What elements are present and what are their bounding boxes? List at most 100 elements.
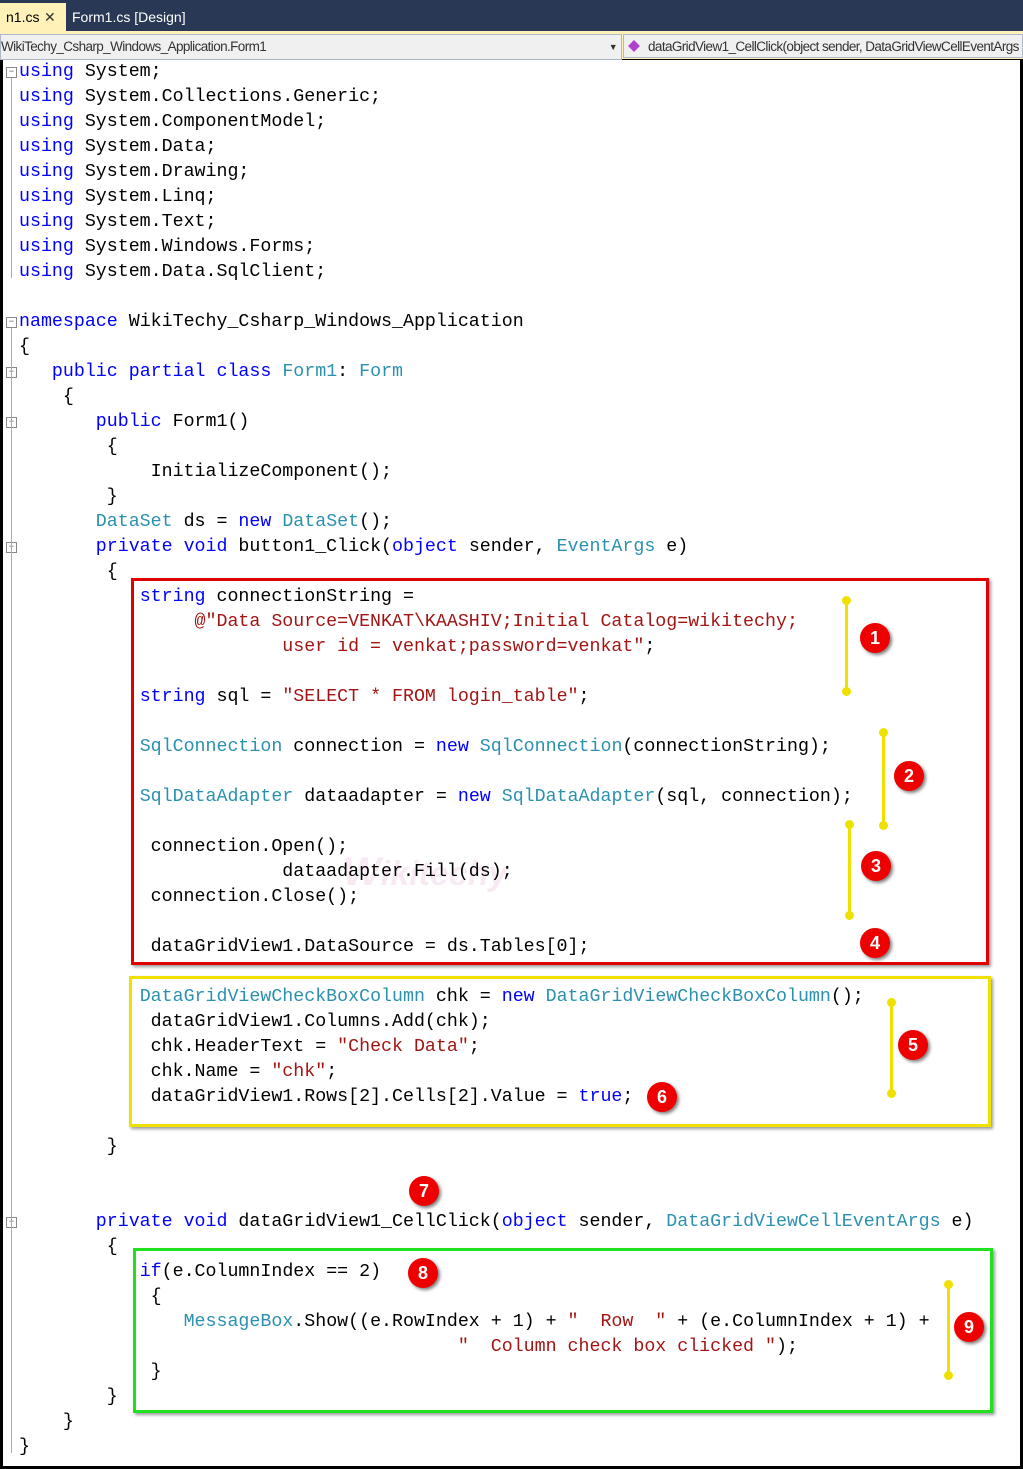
annotation-bracket-1 <box>842 596 851 696</box>
keyword: private <box>95 1212 184 1232</box>
member-dropdown-value: dataGridView1_CellClick(object sender, D… <box>648 39 1023 54</box>
code-text: dataadapter = <box>304 787 458 807</box>
type-name: SqlDataAdapter <box>501 787 656 807</box>
code-line: using System.Linq; <box>19 185 216 210</box>
class-dropdown[interactable]: WikiTechy_Csharp_Windows_Application.For… <box>0 34 622 60</box>
code-text: button1_Click( <box>238 537 393 557</box>
code-line: private void dataGridView1_CellClick(obj… <box>19 1210 974 1235</box>
code-line: public Form1() <box>19 410 250 435</box>
code-line: SqlDataAdapter dataadapter = new SqlData… <box>19 785 853 810</box>
keyword: using <box>19 262 85 282</box>
code-line: { <box>19 560 118 585</box>
tab-form1-cs[interactable]: n1.cs✕ <box>0 3 66 31</box>
watermark-logo: Wikitechy <box>343 850 508 894</box>
code-text: WikiTechy_Csharp_Windows_Application <box>128 312 524 332</box>
type-name: DataSet <box>95 512 184 532</box>
annotation-box-yellow <box>129 976 991 1127</box>
code-text: { <box>19 387 74 407</box>
code-text: System.Drawing; <box>84 162 250 182</box>
outline-guide <box>11 78 12 278</box>
keyword: object <box>501 1212 579 1232</box>
code-line: chk.HeaderText = "Check Data"; <box>19 1035 480 1060</box>
class-dropdown-value: WikiTechy_Csharp_Windows_Application.For… <box>1 39 267 54</box>
keyword: using <box>19 212 85 232</box>
code-text: + (e.ColumnIndex + 1) + <box>677 1312 930 1332</box>
code-line: DataGridViewCheckBoxColumn chk = new Dat… <box>19 985 864 1010</box>
type-name: SqlDataAdapter <box>139 787 305 807</box>
code-line: namespace WikiTechy_Csharp_Windows_Appli… <box>19 310 524 335</box>
collapse-toggle-icon[interactable]: − <box>6 317 17 328</box>
code-text <box>19 687 140 707</box>
code-text: ; <box>578 687 590 707</box>
close-icon[interactable]: ✕ <box>44 9 56 25</box>
keyword: string <box>139 587 217 607</box>
method-icon <box>628 40 640 52</box>
outline-guide <box>11 1228 12 1403</box>
keyword: if <box>139 1262 162 1282</box>
code-line: DataSet ds = new DataSet(); <box>19 510 392 535</box>
code-text: System.Data.SqlClient; <box>84 262 327 282</box>
code-text: ; <box>326 1062 338 1082</box>
code-line: dataGridView1.Columns.Add(chk); <box>19 1010 491 1035</box>
code-text: sender, <box>468 537 557 557</box>
code-text: System.ComponentModel; <box>84 112 327 132</box>
code-text: connection.Open(); <box>19 837 349 857</box>
keyword: public <box>51 362 129 382</box>
code-line: " Column check box clicked "); <box>19 1335 798 1360</box>
code-text: System.Text; <box>84 212 217 232</box>
code-text: ; <box>622 1087 634 1107</box>
keyword: void <box>183 1212 239 1232</box>
code-text: System.Data; <box>84 137 217 157</box>
code-line: using System.ComponentModel; <box>19 110 326 135</box>
annotation-box-red <box>131 578 989 965</box>
annotation-badge-8: 8 <box>408 1258 438 1288</box>
code-line: using System.Collections.Generic; <box>19 85 381 110</box>
code-line: { <box>19 335 30 360</box>
string-literal: "Check Data" <box>337 1037 469 1057</box>
code-text <box>19 412 96 432</box>
code-text: (connectionString); <box>622 737 831 757</box>
code-text: sql = <box>216 687 283 707</box>
code-text: (e.ColumnIndex == 2) <box>161 1262 382 1282</box>
keyword: using <box>19 237 85 257</box>
keyword: using <box>19 187 85 207</box>
keyword: using <box>19 87 85 107</box>
code-text: ; <box>468 1037 480 1057</box>
string-literal: @"Data Source=VENKAT\KAASHIV;Initial Cat… <box>19 612 798 632</box>
code-line: using System.Text; <box>19 210 216 235</box>
keyword: string <box>139 687 217 707</box>
annotation-badge-2: 2 <box>894 761 924 791</box>
code-text: { <box>19 437 118 457</box>
code-text: chk.Name = <box>19 1062 272 1082</box>
code-text: connection = <box>293 737 436 757</box>
code-text: dataadapter.Fill(ds); <box>19 862 513 882</box>
code-text <box>19 1262 140 1282</box>
code-editor[interactable]: Wikitechy using System;using System.Coll… <box>3 60 1020 1466</box>
keyword: using <box>19 62 85 82</box>
keyword: private <box>95 537 184 557</box>
code-text: connectionString = <box>216 587 414 607</box>
annotation-box-green <box>133 1248 993 1413</box>
code-text: } <box>19 1137 118 1157</box>
annotation-bracket-9 <box>944 1280 953 1380</box>
tab-form1-design[interactable]: Form1.cs [Design] <box>72 9 186 25</box>
keyword: partial <box>128 362 217 382</box>
code-line: connection.Open(); <box>19 835 348 860</box>
type-name: DataSet <box>282 512 360 532</box>
code-line: using System; <box>19 60 162 85</box>
keyword: new <box>501 987 546 1007</box>
member-dropdown[interactable]: dataGridView1_CellClick(object sender, D… <box>623 34 1023 58</box>
code-line: connection.Close(); <box>19 885 359 910</box>
code-text: { <box>19 1287 162 1307</box>
code-line: { <box>19 1235 118 1260</box>
type-name: DataGridViewCheckBoxColumn <box>545 987 831 1007</box>
code-text: System.Collections.Generic; <box>84 87 382 107</box>
code-text: System; <box>84 62 162 82</box>
code-text: e) <box>666 537 689 557</box>
code-text: .Show((e.RowIndex + 1) + <box>293 1312 568 1332</box>
collapse-toggle-icon[interactable]: − <box>6 67 17 78</box>
code-text: Form1() <box>172 412 250 432</box>
navigation-bar: WikiTechy_Csharp_Windows_Application.For… <box>0 31 1023 60</box>
code-line: public partial class Form1: Form <box>19 360 403 385</box>
keyword: void <box>183 537 239 557</box>
